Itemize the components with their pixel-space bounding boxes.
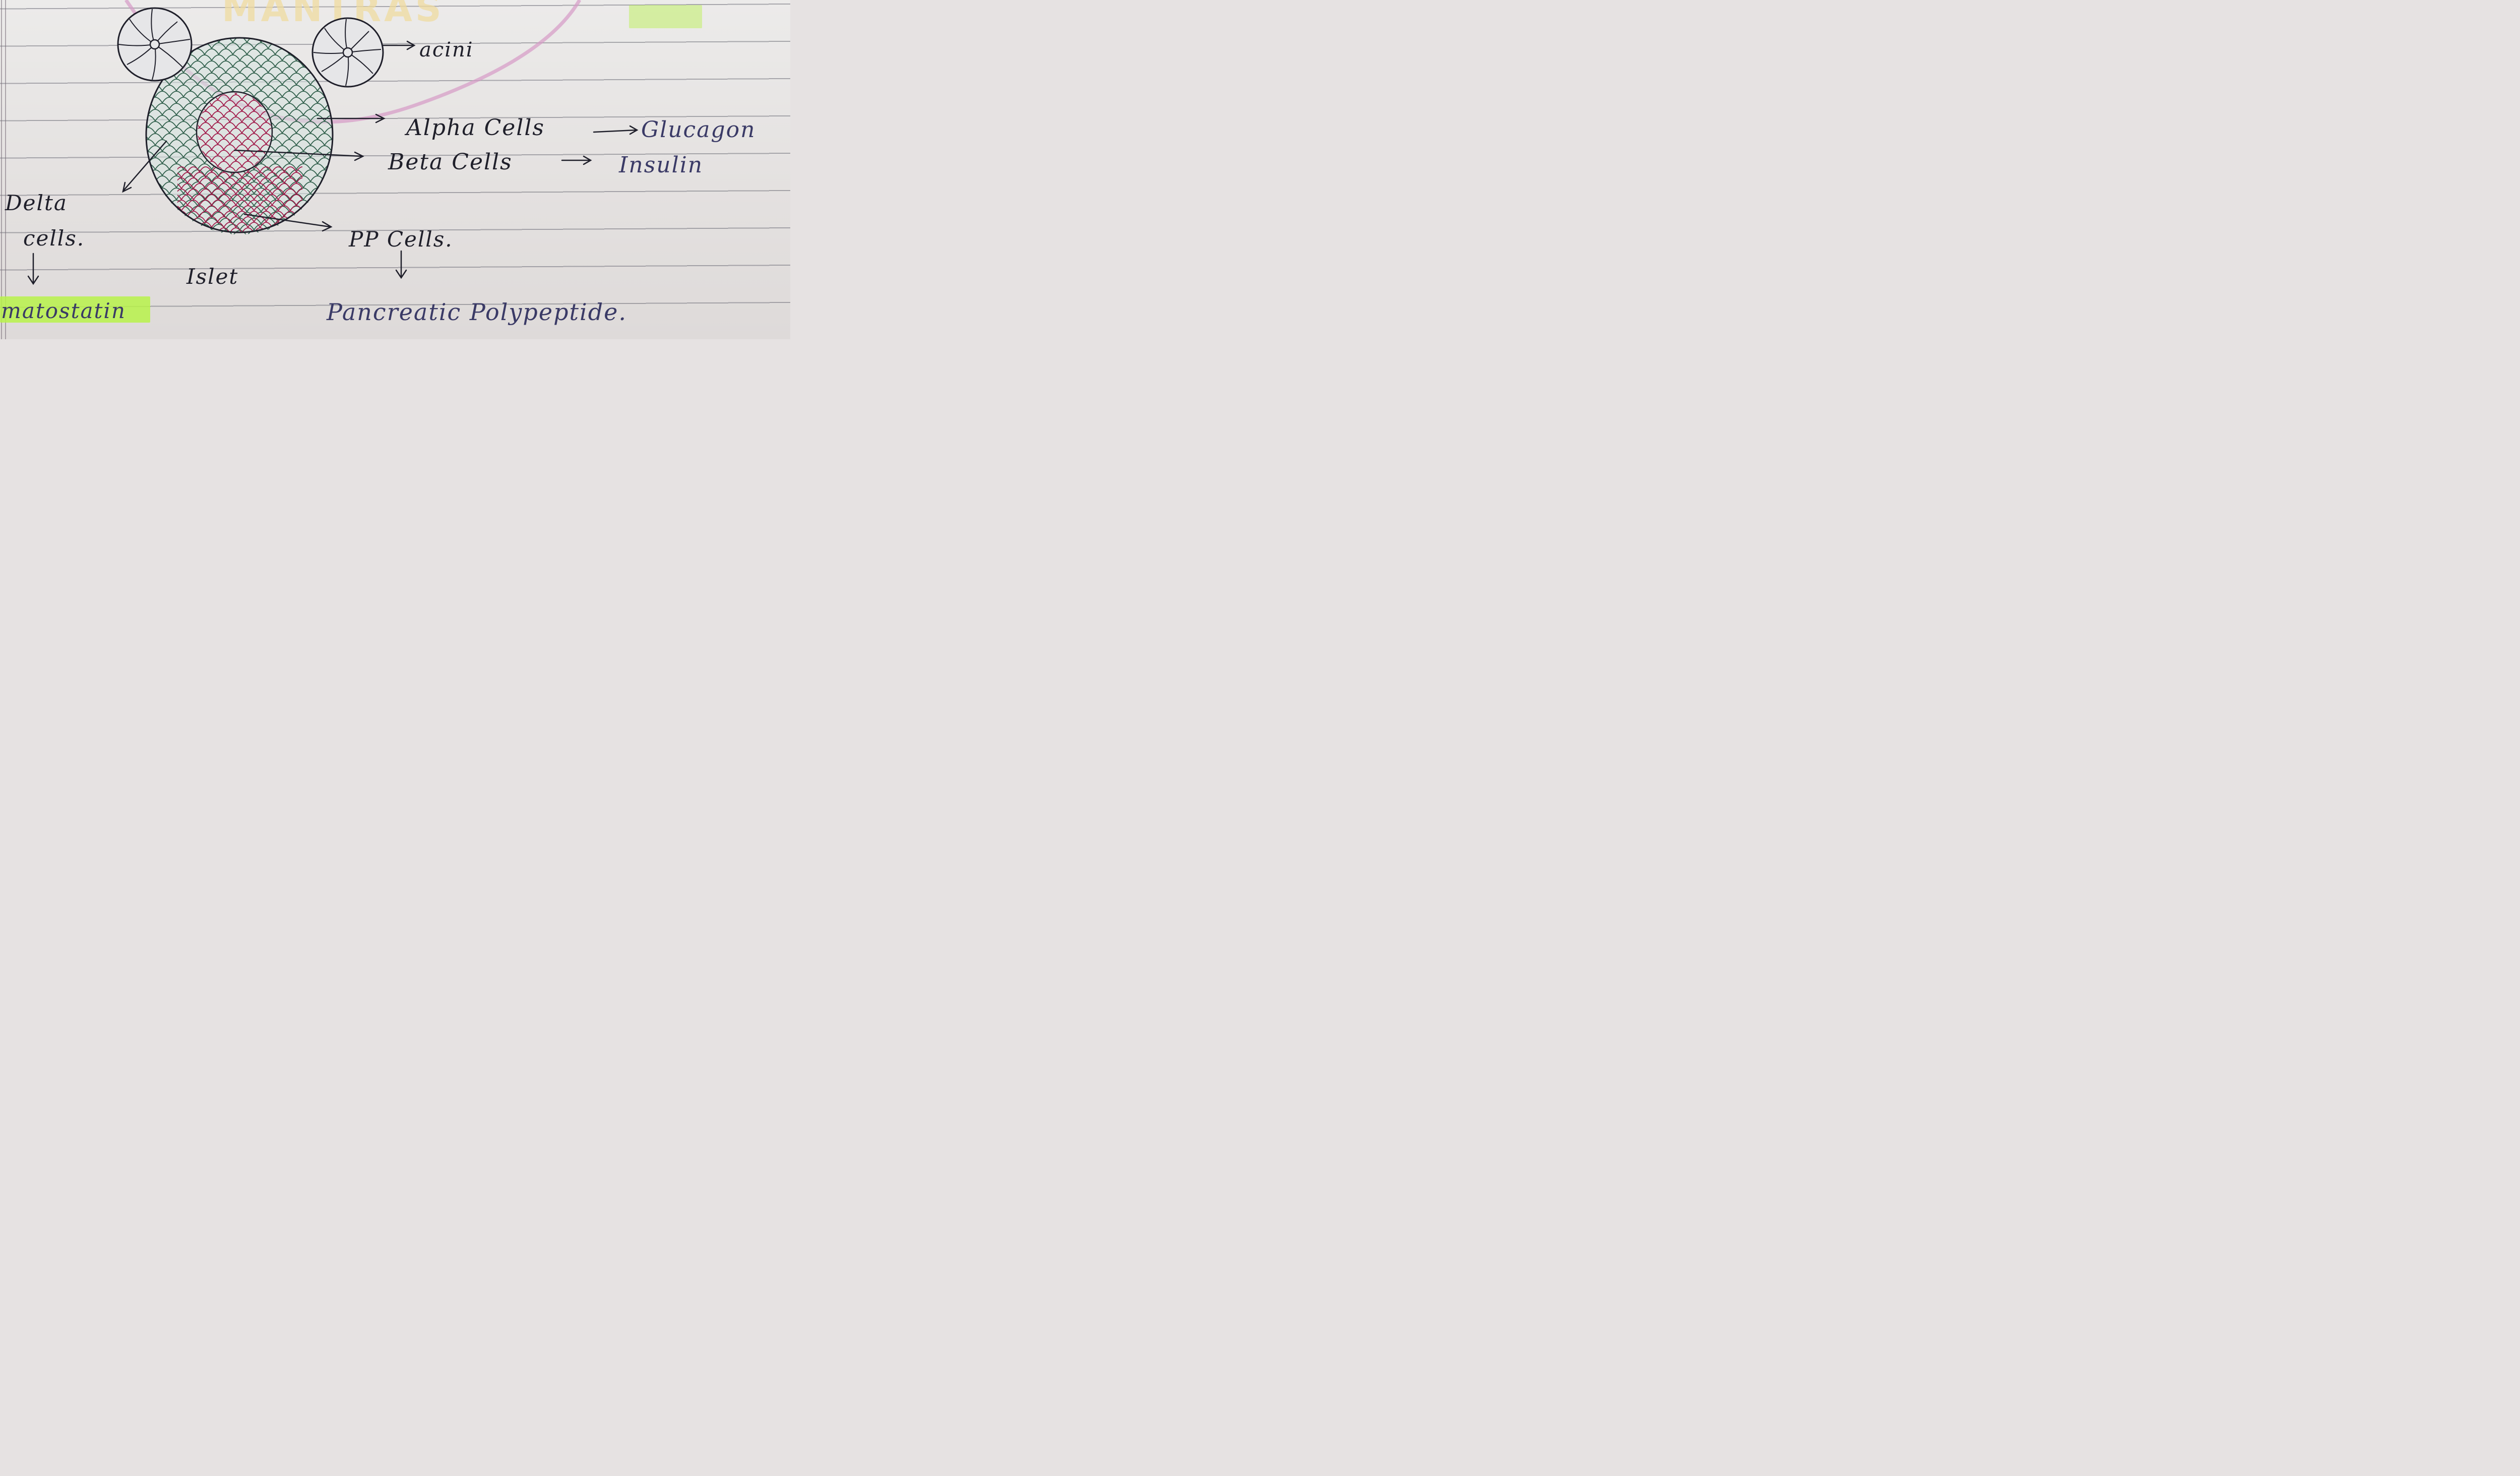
arrow-insulin bbox=[562, 156, 591, 164]
arrow-acini bbox=[383, 41, 414, 49]
label-glucagon: Glucagon bbox=[641, 117, 755, 143]
label-insulin: Insulin bbox=[619, 152, 703, 178]
acinus-left bbox=[118, 8, 192, 81]
label-pancreatic-polypeptide: Pancreatic Polypeptide. bbox=[327, 298, 627, 326]
arrow-somatostatin bbox=[28, 254, 38, 284]
notebook-page: MANTRAS bbox=[0, 0, 790, 339]
label-somatostatin: matostatin bbox=[1, 298, 126, 323]
label-delta-line2: cells. bbox=[23, 226, 85, 251]
label-pp-cells: PP Cells. bbox=[349, 227, 453, 252]
acinus-right bbox=[312, 18, 383, 87]
label-delta-line1: Delta bbox=[5, 191, 68, 215]
label-islet: Islet bbox=[186, 264, 238, 289]
label-beta-cells: Beta Cells bbox=[388, 149, 513, 175]
arrow-glucagon bbox=[594, 126, 637, 134]
label-alpha-cells: Alpha Cells bbox=[406, 115, 545, 141]
label-acini: acini bbox=[419, 38, 474, 61]
arrow-pancreatic bbox=[396, 251, 406, 278]
